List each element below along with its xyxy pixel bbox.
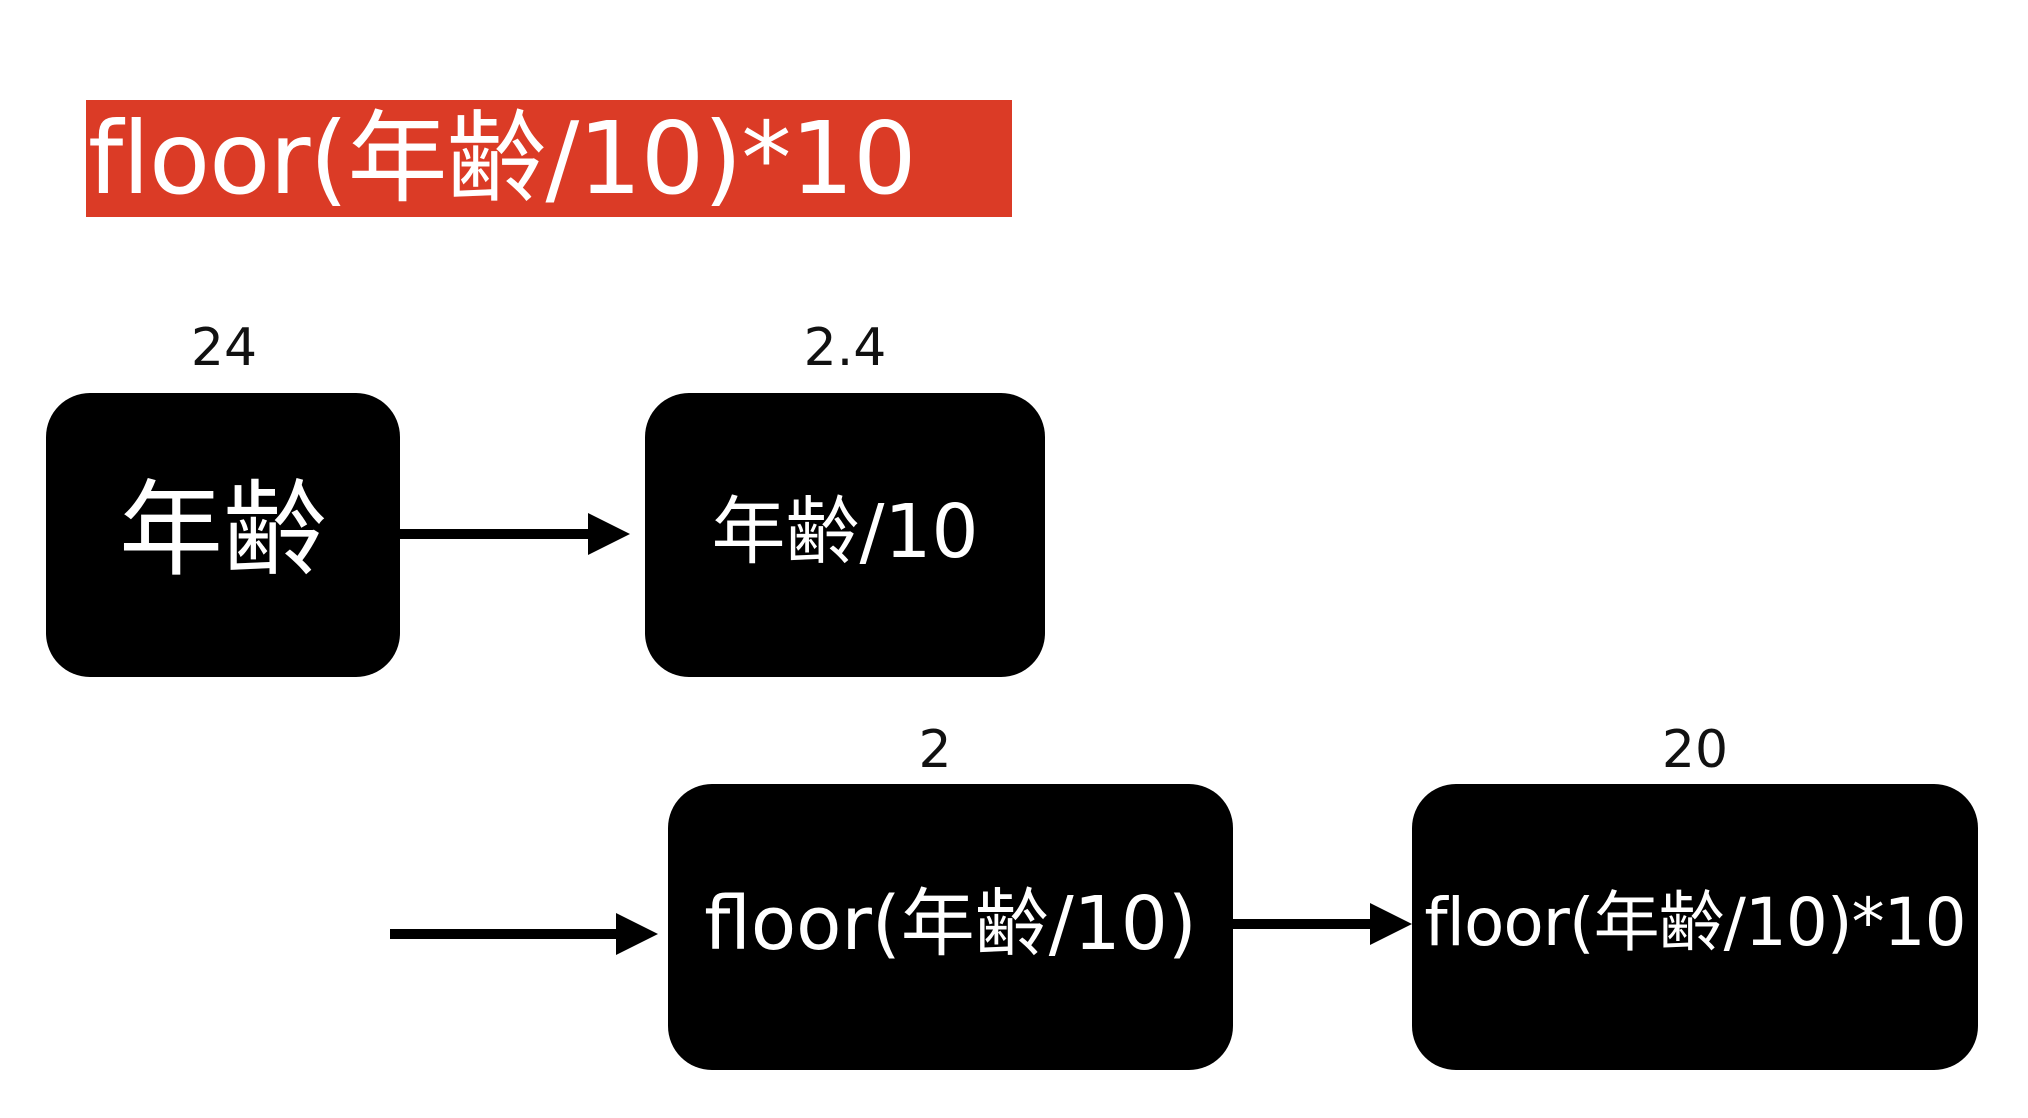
arrow-age-to-div [400, 513, 630, 555]
node-value-age-div-10: 2.4 [803, 318, 887, 378]
arrow-floor-to-times-10 [1233, 903, 1412, 945]
arrow-into-floor [390, 913, 658, 955]
node-age: 年齢 [46, 393, 400, 677]
node-value-floor-times-10: 20 [1661, 720, 1729, 780]
node-value-age: 24 [190, 318, 258, 378]
node-label-floor: floor(年齢/10) [704, 880, 1197, 967]
node-age-div-10: 年齢/10 [645, 393, 1045, 677]
node-floor: floor(年齢/10) [668, 784, 1233, 1070]
node-label-age-div-10: 年齢/10 [711, 488, 979, 575]
formula-title: floor(年齢/10)*10 [86, 100, 1012, 217]
node-value-floor: 2 [918, 720, 952, 780]
node-label-floor-times-10: floor(年齢/10)*10 [1424, 884, 1966, 961]
node-floor-times-10: floor(年齢/10)*10 [1412, 784, 1978, 1070]
node-label-age: 年齢 [118, 468, 327, 591]
